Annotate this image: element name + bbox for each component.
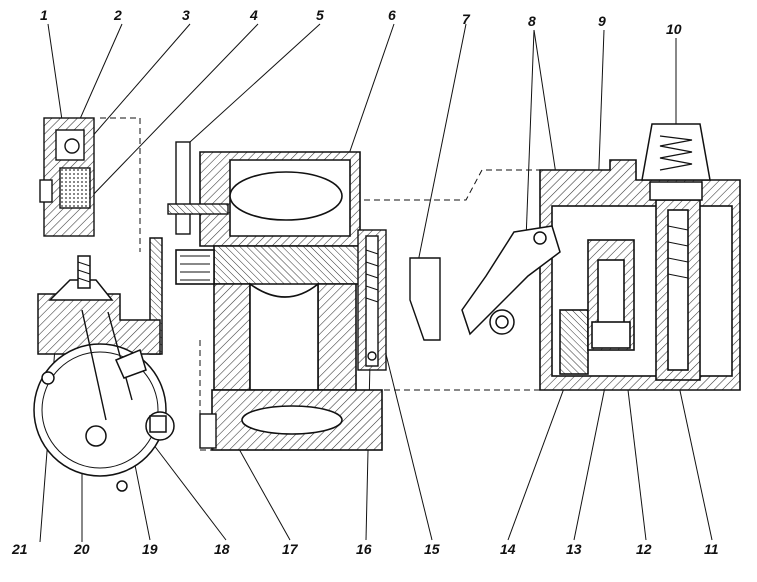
label-21: 21	[12, 541, 28, 557]
label-8: 8	[528, 13, 536, 29]
cam-lever	[461, 225, 561, 336]
label-15: 15	[424, 541, 440, 557]
base-flange	[199, 413, 217, 449]
label-20: 20	[74, 541, 90, 557]
label-3: 3	[182, 7, 190, 23]
main-jet	[357, 229, 387, 371]
throttle-lever	[167, 141, 229, 235]
label-1: 1	[40, 7, 48, 23]
label-10: 10	[666, 21, 682, 37]
label-16: 16	[356, 541, 372, 557]
label-7: 7	[462, 11, 470, 27]
float-chamber	[539, 159, 741, 391]
label-6: 6	[388, 7, 396, 23]
label-17: 17	[282, 541, 298, 557]
label-9: 9	[598, 13, 606, 29]
label-14: 14	[500, 541, 516, 557]
label-13: 13	[566, 541, 582, 557]
throat-body	[175, 151, 383, 451]
accelerator-pump	[33, 237, 175, 492]
cover-assembly	[39, 117, 95, 237]
label-12: 12	[636, 541, 652, 557]
label-4: 4	[250, 7, 258, 23]
label-18: 18	[214, 541, 230, 557]
label-11: 11	[704, 541, 719, 557]
spring-cap	[641, 123, 711, 201]
dashed-outline	[100, 117, 601, 451]
label-19: 19	[142, 541, 158, 557]
label-2: 2	[114, 7, 122, 23]
label-5: 5	[316, 7, 324, 23]
bracket	[409, 257, 441, 341]
